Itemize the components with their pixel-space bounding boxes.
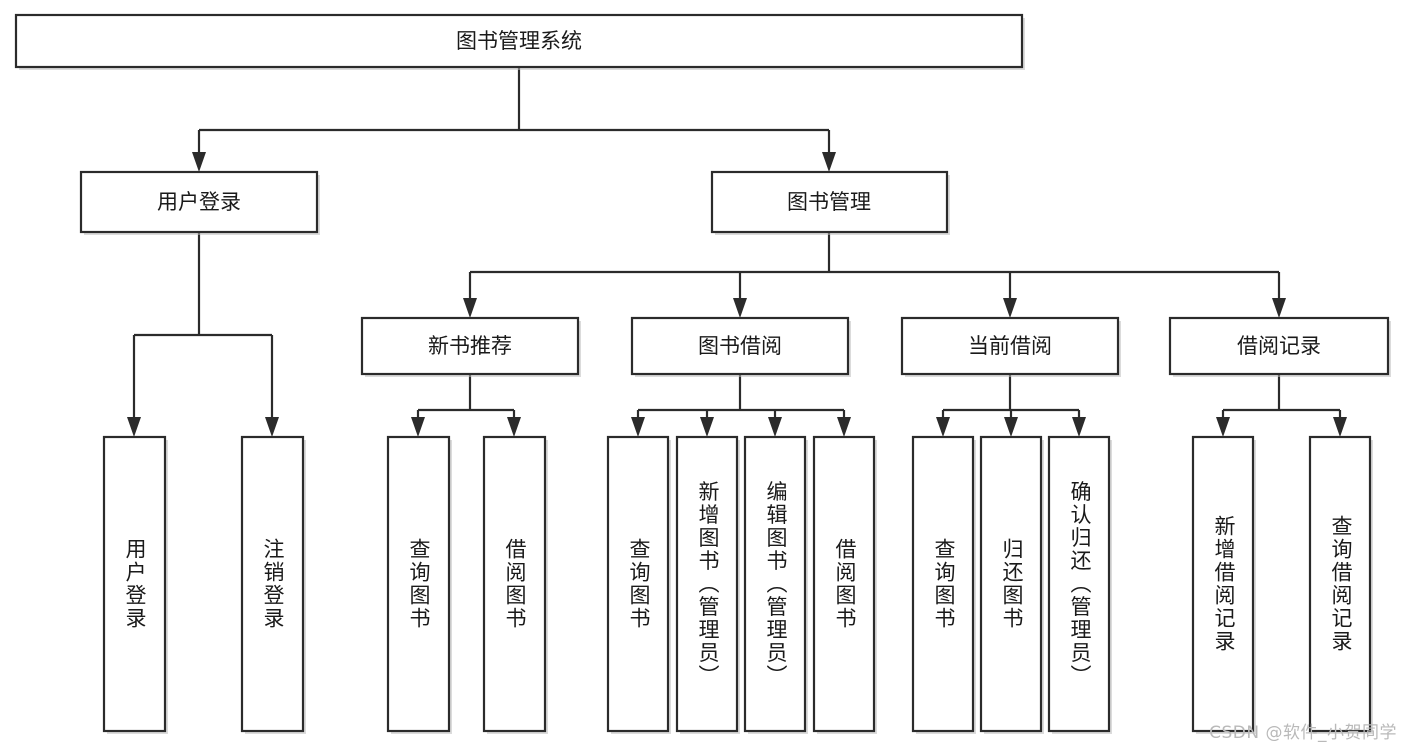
node-leaf-query-book-recommend-box[interactable] [386,435,451,733]
node-current-borrow[interactable]: 当前借阅 [900,316,1121,377]
node-leaf-confirm-return-box[interactable] [1047,435,1111,733]
node-leaf-query-book-borrow[interactable]: 查询图书 [606,435,671,734]
node-user-login-box[interactable] [79,170,319,234]
node-root[interactable]: 图书管理系统 [14,13,1025,70]
node-borrow-record-label: 借阅记录 [1237,334,1321,358]
arrowhead-br-leaf-1 [1216,417,1230,437]
arrowhead-bm-book-borrow [733,298,747,318]
node-leaf-add-book[interactable]: 新增图书（管理员） [675,435,740,734]
node-leaf-return-book[interactable]: 归还图书 [979,435,1044,734]
arrowhead-bm-new-book-recommend [463,298,477,318]
node-leaf-borrow-book-recommend-label: 借阅图书 [503,538,527,630]
node-leaf-query-book-current-label: 查询图书 [932,538,956,630]
node-book-borrow-box[interactable] [630,316,850,376]
node-leaf-confirm-return[interactable]: 确认归还（管理员） [1047,435,1112,734]
node-leaf-confirm-return-label: 确认归还（管理员） [1068,481,1092,688]
node-leaf-logout-label: 注销登录 [261,538,285,630]
node-book-management-label: 图书管理 [787,190,871,214]
connector-layer [127,67,1347,437]
arrowhead-bb-leaf-1 [631,417,645,437]
node-leaf-return-book-label: 归还图书 [1000,538,1024,630]
node-new-book-recommend[interactable]: 新书推荐 [360,316,581,377]
arrowhead-nbr-leaf-2 [507,417,521,437]
node-leaf-borrow-book-label: 借阅图书 [833,538,857,630]
node-new-book-recommend-box[interactable] [360,316,580,376]
arrowhead-root-to-user-login [192,152,206,172]
arrowhead-bm-current-borrow [1003,298,1017,318]
node-leaf-add-borrow-record-box[interactable] [1191,435,1255,733]
node-book-borrow[interactable]: 图书借阅 [630,316,851,377]
node-current-borrow-box[interactable] [900,316,1120,376]
node-new-book-recommend-label: 新书推荐 [428,334,512,358]
node-leaf-user-login[interactable]: 用户登录 [102,435,168,734]
arrowhead-cb-leaf-1 [936,417,950,437]
arrowhead-cb-leaf-2 [1004,417,1018,437]
node-leaf-user-login-box[interactable] [102,435,167,733]
node-leaf-query-book-recommend-label: 查询图书 [407,538,431,630]
node-leaf-add-book-box[interactable] [675,435,739,733]
node-root-box[interactable] [14,13,1024,69]
node-current-borrow-label: 当前借阅 [968,334,1052,358]
node-leaf-logout-box[interactable] [240,435,305,733]
node-borrow-record-box[interactable] [1168,316,1390,376]
node-leaf-edit-book-box[interactable] [743,435,807,733]
node-leaf-borrow-book-recommend[interactable]: 借阅图书 [482,435,548,734]
node-leaf-return-book-box[interactable] [979,435,1043,733]
node-leaf-add-borrow-record[interactable]: 新增借阅记录 [1191,435,1256,734]
node-book-management-box[interactable] [710,170,949,234]
arrowhead-root-to-book-management [822,152,836,172]
node-leaf-query-book-recommend[interactable]: 查询图书 [386,435,452,734]
node-leaf-borrow-book-recommend-box[interactable] [482,435,547,733]
arrowhead-bb-leaf-3 [768,417,782,437]
arrowhead-bm-borrow-record [1272,298,1286,318]
node-leaf-query-book-current[interactable]: 查询图书 [911,435,976,734]
arrowhead-cb-leaf-3 [1072,417,1086,437]
node-book-borrow-label: 图书借阅 [698,334,782,358]
arrowhead-nbr-leaf-1 [411,417,425,437]
node-root-label: 图书管理系统 [456,29,582,53]
node-leaf-user-login-label: 用户登录 [123,538,147,630]
arrowhead-user-login-leaf-1 [127,417,141,437]
arrowhead-bb-leaf-2 [700,417,714,437]
node-leaf-query-borrow-record[interactable]: 查询借阅记录 [1308,435,1373,734]
node-leaf-add-book-label: 新增图书（管理员） [696,481,720,688]
node-user-login[interactable]: 用户登录 [79,170,320,235]
node-leaf-borrow-book[interactable]: 借阅图书 [812,435,877,734]
node-leaf-query-borrow-record-box[interactable] [1308,435,1372,733]
node-leaf-edit-book-label: 编辑图书（管理员） [764,481,788,688]
node-leaf-query-book-borrow-box[interactable] [606,435,670,733]
node-leaf-logout[interactable]: 注销登录 [240,435,306,734]
node-leaf-query-book-current-box[interactable] [911,435,975,733]
node-user-login-label: 用户登录 [157,190,241,214]
node-leaf-edit-book[interactable]: 编辑图书（管理员） [743,435,808,734]
arrowhead-bb-leaf-4 [837,417,851,437]
arrowhead-br-leaf-2 [1333,417,1347,437]
node-leaf-query-borrow-record-label: 查询借阅记录 [1329,515,1353,653]
node-book-management[interactable]: 图书管理 [710,170,950,235]
arrowhead-user-login-leaf-2 [265,417,279,437]
node-leaf-borrow-book-box[interactable] [812,435,876,733]
node-leaf-query-book-borrow-label: 查询图书 [627,538,651,630]
node-borrow-record[interactable]: 借阅记录 [1168,316,1391,377]
node-leaf-add-borrow-record-label: 新增借阅记录 [1212,515,1236,653]
csdn-watermark: CSDN @软件_小贺同学 [1209,723,1397,743]
